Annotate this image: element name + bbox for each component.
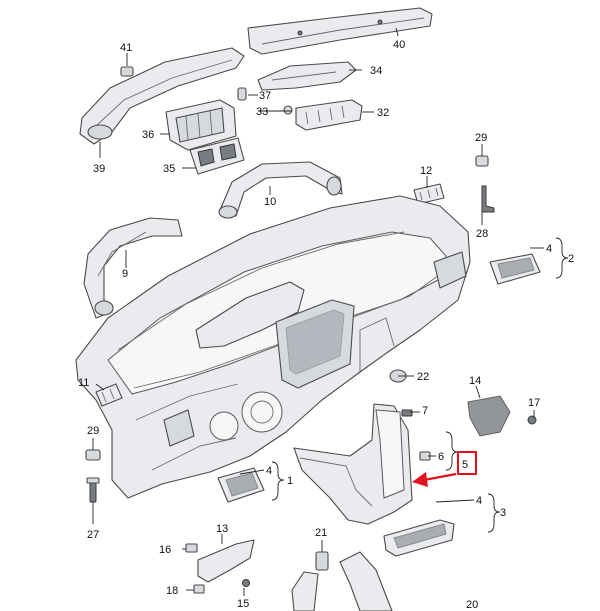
part-29-clip-left [85,449,101,461]
callout-6: 6 [438,451,444,463]
callout-29-right: 29 [475,132,487,144]
part-1-vent-left [217,467,265,503]
callout-4-lower: 4 [476,495,482,507]
callout-1: 1 [287,475,293,487]
callout-7: 7 [422,405,428,417]
callout-34: 34 [370,65,382,77]
callout-16: 16 [159,544,171,556]
callout-36: 36 [142,129,154,141]
callout-41: 41 [120,42,132,54]
callout-12: 12 [420,165,432,177]
callout-2: 2 [568,253,574,265]
part-35-vent-grille [189,137,245,175]
part-36-vent-housing [165,99,237,151]
callout-39: 39 [93,163,105,175]
callout-40: 40 [393,39,405,51]
highlight-box [457,451,477,475]
dashboard-main-body [75,195,471,499]
leader-lines [92,27,544,596]
callout-33: 33 [256,106,268,118]
callout-37: 37 [259,90,271,102]
part-40-upper-cover [247,7,433,55]
part-17-screw [527,415,537,425]
callout-3: 3 [500,507,506,519]
callout-14: 14 [469,375,481,387]
part-9-left-duct [83,217,183,319]
highlight-arrow [423,472,457,482]
part-10-duct [218,161,343,219]
callout-20: 20 [466,599,478,611]
callout-11: 11 [78,377,89,389]
callout-21: 21 [315,527,327,539]
callout-4-upper: 4 [546,243,552,255]
part-16-clip [185,543,198,553]
part-13-lower-bracket [197,539,255,583]
part-5-duct-highlighted [293,403,413,525]
part-27-screw [86,477,100,503]
callout-labels: 40 41 34 37 33 32 36 35 39 10 12 29 28 9… [78,39,574,611]
part-33-clip [283,105,293,115]
part-14-bracket [467,395,511,437]
part-34-cover [257,61,357,91]
callout-5: 5 [462,459,468,471]
callout-22: 22 [417,371,429,383]
highlight-marker [412,451,477,487]
callout-9: 9 [122,268,128,280]
callout-15: 15 [237,598,249,610]
part-32-vent [295,99,363,131]
part-39-upper-duct [79,47,245,145]
callout-18: 18 [166,585,178,597]
part-18-clip [193,584,205,594]
part-28-bracket [481,185,495,213]
callout-35: 35 [163,163,175,175]
callout-17: 17 [528,397,540,409]
callout-28: 28 [476,228,488,240]
callout-29-left: 29 [87,425,99,437]
part-7-clip [401,409,413,417]
highlight-arrow-head [412,472,428,487]
part-12-small-vent [413,183,445,205]
part-2-vent-right [489,253,541,285]
callout-10: 10 [264,196,276,208]
part-41-clip [120,66,134,77]
part-20-lower-duct [291,551,393,611]
part-21-clip [315,551,329,571]
part-11-side-vent [95,383,123,407]
part-29-clip-right [475,155,489,167]
callout-13: 13 [216,523,228,535]
part-15-screw [242,579,250,587]
callout-4-left: 4 [266,465,272,477]
callout-27: 27 [87,529,99,541]
callout-32: 32 [377,107,389,119]
part-37-clip [237,87,247,101]
part-3-vent-lower [383,519,455,557]
